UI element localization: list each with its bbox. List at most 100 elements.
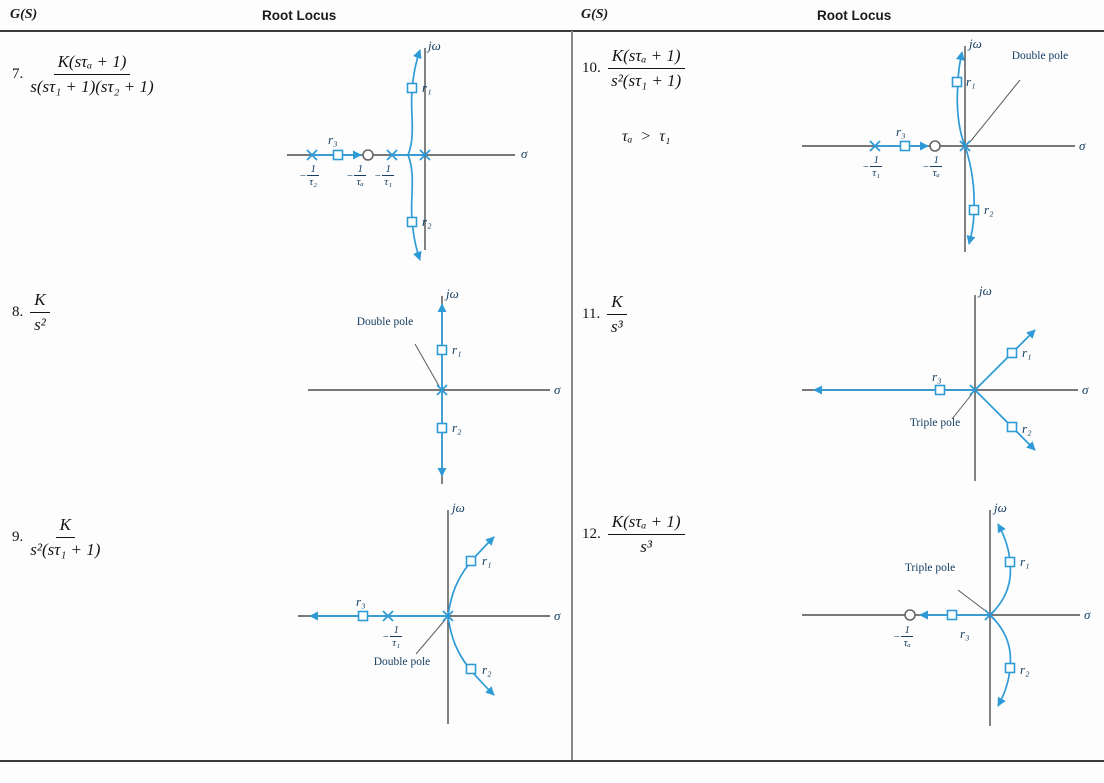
tick-fraction-numerator: 1 — [307, 163, 319, 177]
fraction-numerator: K — [55, 515, 75, 538]
header-rule — [0, 30, 1104, 32]
locus-branch-r1 — [989, 523, 1012, 616]
jw-axis-label: jω — [994, 500, 1007, 515]
locus-branch-r1 — [955, 51, 966, 147]
r2-marker — [465, 663, 477, 675]
r1-marker — [951, 76, 963, 88]
fraction-denominator: s³ — [640, 536, 653, 556]
tick-neg-1-over-tau-a: − 1 τₐ — [922, 154, 942, 180]
fraction-numerator: K(sτₐ + 1) — [607, 46, 685, 69]
fraction: K(sτₐ + 1) s(sτ₁ + 1)(sτ₂ + 1) — [30, 52, 153, 96]
r2-label: r₂ — [452, 420, 462, 435]
r3-marker — [332, 149, 344, 161]
jw-axis-label: jω — [446, 286, 459, 301]
plot-11-canvas — [802, 295, 1078, 481]
tick-neg-1-over-tau1: − 1 τ₁ — [374, 163, 394, 189]
r2-marker — [1006, 421, 1018, 433]
tick-neg-1-over-tau-a: − 1 τₐ — [893, 624, 913, 650]
triple-pole-pointer-line — [951, 393, 973, 420]
tick-fraction-denominator: τ₁ — [392, 637, 401, 650]
sigma-axis-label: σ — [1082, 382, 1089, 397]
r3-marker — [934, 384, 946, 396]
locus-branch-r2 — [407, 154, 422, 261]
bottom-rule — [0, 760, 1104, 762]
double-pole-pointer-line — [414, 343, 440, 387]
plot-12-canvas — [802, 510, 1080, 726]
sigma-axis-label: σ — [554, 608, 561, 623]
fraction-numerator: K — [30, 290, 50, 313]
jw-axis-label: jω — [428, 38, 441, 53]
double-pole-caption: Double pole — [1011, 50, 1069, 62]
tick-neg-1-over-tau-a: − 1 τₐ — [346, 163, 366, 189]
r2-label: r₂ — [1020, 662, 1030, 677]
tick-minus-sign: − — [299, 170, 307, 183]
plot-9-canvas — [298, 510, 550, 724]
triple-pole-caption: Triple pole — [909, 417, 961, 429]
r2-label: r₂ — [1022, 421, 1032, 436]
jw-axis-label: jω — [452, 500, 465, 515]
r1-marker — [1004, 556, 1016, 568]
root-locus-plot-7: jω σ r₁ r₂ r₃ − 1 τ₂ − 1 τₐ − 1 τ₁ — [275, 36, 545, 264]
r3-marker — [946, 609, 958, 621]
root-locus-plot-10: jω σ r₁ r₂ r₃ − 1 τ₁ − 1 τₐ Double pole — [790, 34, 1095, 262]
tick-fraction-numerator: 1 — [901, 624, 913, 638]
fraction-denominator: s(sτ₁ + 1)(sτ₂ + 1) — [30, 76, 154, 96]
fraction: K(sτₐ + 1) s³ — [607, 512, 685, 556]
tick-minus-sign: − — [374, 170, 382, 183]
fraction: K s² — [30, 290, 50, 334]
locus-branch-r2 — [447, 615, 495, 696]
r2-label: r₂ — [984, 202, 994, 217]
tick-fraction: 1 τₐ — [930, 154, 942, 180]
sigma-axis-label: σ — [1079, 138, 1086, 153]
r1-label: r₁ — [1020, 554, 1030, 569]
condition-tau-a-greater-tau-1: τₐ > τ₁ — [622, 128, 671, 145]
r1-label: r₁ — [966, 74, 976, 89]
transfer-function-9: 9. K s²(sτ₁ + 1) — [12, 515, 100, 559]
zero-marker — [904, 609, 916, 621]
r1-marker — [1006, 347, 1018, 359]
r2-marker — [968, 204, 980, 216]
plot-8-canvas — [308, 296, 550, 484]
r2-marker — [406, 216, 418, 228]
column-header-root-locus-left: Root Locus — [262, 8, 337, 23]
sigma-axis-label: σ — [1084, 607, 1091, 622]
locus-branch-r1 — [974, 329, 1036, 391]
fraction-denominator: s²(sτ₁ + 1) — [30, 539, 101, 559]
fraction-denominator: s² — [34, 314, 46, 334]
fraction: K s²(sτ₁ + 1) — [30, 515, 100, 559]
entry-number: 11. — [582, 305, 601, 322]
triple-pole-caption: Triple pole — [904, 562, 956, 574]
r1-label: r₁ — [482, 553, 492, 568]
tick-minus-sign: − — [346, 170, 354, 183]
column-header-root-locus-right: Root Locus — [817, 8, 892, 23]
sigma-axis-label: σ — [521, 146, 528, 161]
tick-minus-sign: − — [382, 631, 390, 644]
jw-axis-label: jω — [979, 283, 992, 298]
plot-7-canvas — [287, 48, 515, 261]
entry-number: 7. — [12, 65, 24, 82]
r1-marker — [406, 82, 418, 94]
tick-minus-sign: − — [922, 161, 930, 174]
tick-fraction-denominator: τₐ — [903, 637, 911, 650]
entry-number: 9. — [12, 528, 24, 545]
r3-label: r₃ — [960, 626, 970, 641]
entry-number: 10. — [582, 59, 601, 76]
r2-label: r₂ — [482, 662, 492, 677]
fraction-numerator: K(sτₐ + 1) — [607, 512, 685, 535]
r1-label: r₁ — [452, 342, 462, 357]
transfer-function-11: 11. K s³ — [582, 292, 627, 336]
tick-neg-1-over-tau2: − 1 τ₂ — [299, 163, 319, 189]
r2-label: r₂ — [422, 214, 432, 229]
double-pole-caption: Double pole — [373, 656, 431, 668]
r3-label: r₃ — [932, 369, 942, 384]
r1-marker — [436, 344, 448, 356]
tick-fraction: 1 τₐ — [901, 624, 913, 650]
r3-marker — [357, 610, 369, 622]
root-locus-plot-9: jω σ r₁ r₂ r₃ − 1 τ₁ Double pole — [288, 498, 573, 738]
tick-fraction-numerator: 1 — [390, 624, 402, 638]
locus-branch-r2 — [974, 389, 1036, 451]
tick-fraction-denominator: τ₁ — [384, 176, 393, 189]
r2-marker — [436, 422, 448, 434]
root-locus-plot-12: jω σ r₁ r₂ r₃ − 1 τₐ Triple pole — [790, 500, 1095, 740]
